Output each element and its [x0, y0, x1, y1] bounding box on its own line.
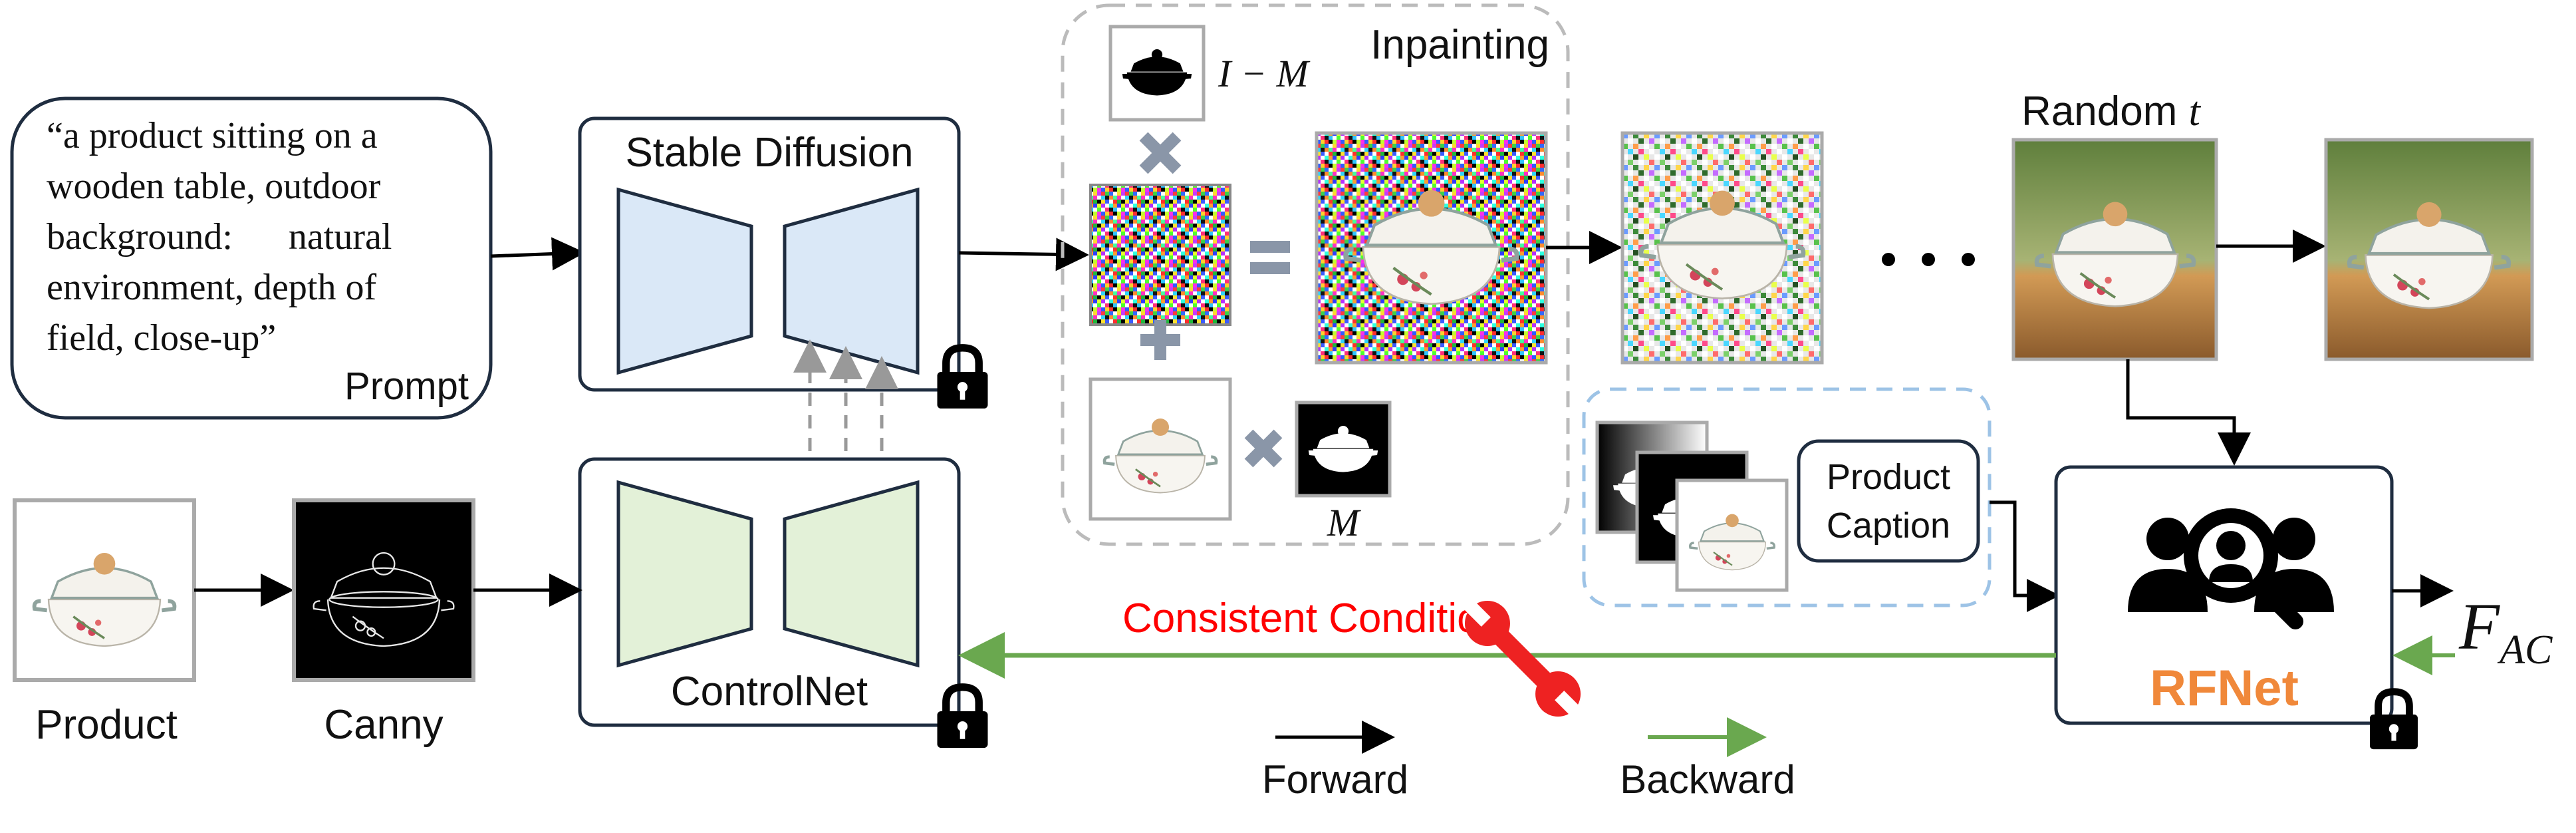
- inverse-mask-image: [1108, 25, 1206, 122]
- noisy-product-image: [1315, 131, 1548, 365]
- product-image: [13, 498, 196, 682]
- product-label: Product: [35, 702, 178, 748]
- arrow-caption-to-rfnet: [1990, 500, 2060, 612]
- wrench-icon: [1462, 598, 1583, 719]
- prompt-line-3: background: natural: [47, 216, 392, 257]
- mask-label: M: [1327, 501, 1361, 544]
- product-caption-box: Product Caption: [1797, 439, 1980, 563]
- mask-stack-images: [1595, 420, 1789, 592]
- prompt-line-1: “a product sitting on a: [47, 115, 378, 156]
- sd-decoder-shape: [783, 187, 920, 375]
- noise-latent-image: [1089, 184, 1231, 326]
- canny-image: [292, 498, 475, 682]
- arrow-prompt-to-sd: [490, 237, 585, 271]
- plus-icon: [1140, 320, 1180, 360]
- product-inpaint-image: [1089, 377, 1232, 521]
- multiply-icon-bottom: [1244, 429, 1283, 468]
- stable-diffusion-label: Stable Diffusion: [625, 130, 913, 176]
- cn-decoder-shape: [783, 480, 920, 668]
- denoise-step-image: [1620, 131, 1824, 365]
- caption-group: [1582, 387, 1992, 607]
- final-image: [2324, 138, 2534, 361]
- prompt-box: “a product sitting on a wooden table, ou…: [10, 96, 493, 420]
- random-t-image: [2011, 138, 2218, 361]
- caption-line-2: Caption: [1827, 506, 1950, 546]
- ellipsis-dots: [1882, 253, 1975, 266]
- cn-encoder-shape: [616, 480, 753, 668]
- multiply-icon-top: [1139, 132, 1182, 174]
- inverse-mask-label: I − M: [1218, 52, 1310, 95]
- legend-forward-label: Forward: [1262, 757, 1408, 802]
- controlnet-block: ControlNet: [578, 457, 961, 727]
- canny-label: Canny: [324, 702, 443, 748]
- output-fac-label: FAC: [2458, 589, 2553, 673]
- consistent-condition-label: Consistent Condition: [1122, 595, 1503, 641]
- rfnet-search-people-icon: [2128, 508, 2334, 629]
- legend: Forward Backward: [1262, 717, 1795, 802]
- rfnet-lock-icon: [2370, 692, 2418, 749]
- mask-image: [1295, 401, 1392, 498]
- inpainting-group: [1061, 3, 1570, 546]
- controlnet-label: ControlNet: [671, 669, 868, 715]
- prompt-line-2: wooden table, outdoor: [47, 166, 381, 207]
- prompt-label: Prompt: [344, 365, 469, 408]
- prompt-line-4: environment, depth of: [47, 267, 376, 308]
- sd-encoder-shape: [616, 187, 753, 375]
- equals-icon: [1250, 241, 1290, 274]
- controlnet-lock-icon: [938, 687, 988, 748]
- inpainting-label: Inpainting: [1370, 22, 1549, 68]
- rfnet-block: RFNet: [2054, 465, 2394, 725]
- random-t-label: Random t: [2021, 88, 2202, 134]
- stable-diffusion-block: Stable Diffusion: [578, 116, 961, 392]
- legend-backward-label: Backward: [1620, 757, 1795, 802]
- caption-line-1: Product: [1827, 457, 1950, 497]
- rfnet-label: RFNet: [2150, 660, 2299, 717]
- arrow-image-to-rfnet: [2126, 359, 2251, 466]
- sd-lock-icon: [938, 348, 988, 409]
- prompt-line-5: field, close-up”: [47, 317, 276, 359]
